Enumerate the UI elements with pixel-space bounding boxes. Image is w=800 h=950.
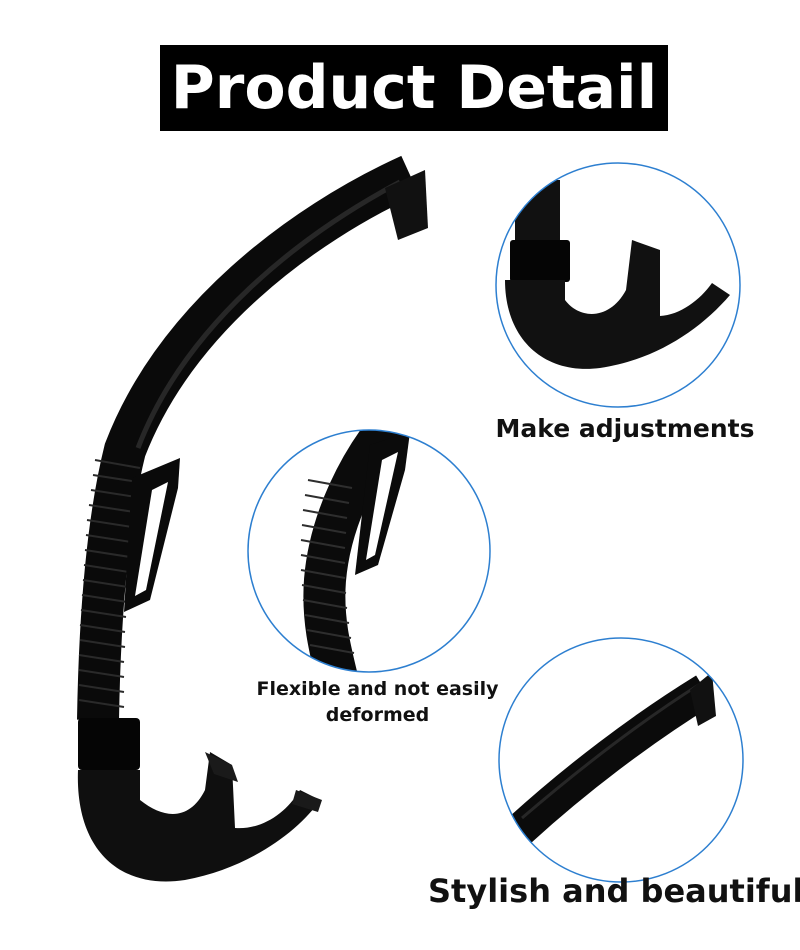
title-banner: Product Detail: [160, 45, 668, 131]
caption-flexible: Flexible and not easily deformed: [240, 676, 515, 728]
caption-flexible-line1: Flexible and not easily: [256, 678, 499, 700]
caption-flexible-line2: deformed: [325, 704, 430, 726]
caption-stylish: Stylish and beautiful: [428, 872, 800, 910]
caption-make-adjustments: Make adjustments: [495, 414, 755, 443]
page-title: Product Detail: [170, 53, 658, 123]
corrugated-section: [78, 459, 141, 708]
detail-circle-tube: [498, 637, 744, 883]
snorkel-image: [77, 155, 428, 882]
detail-circle-mouthpiece: [495, 162, 741, 408]
detail-circle-flexible: [247, 429, 491, 673]
